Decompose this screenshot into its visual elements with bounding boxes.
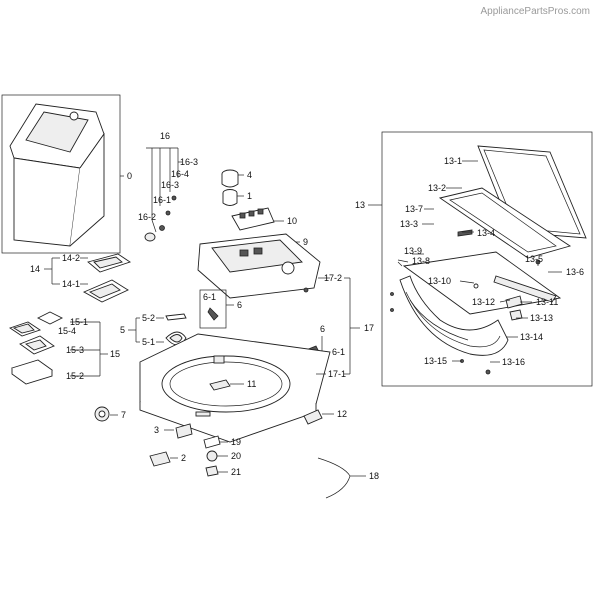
leader-5 — [128, 317, 164, 343]
callout-6-1b: 6-1 — [332, 347, 345, 357]
callout-16-4: 16-4 — [171, 169, 189, 179]
leaders-13 — [412, 160, 562, 363]
callout-5-2: 5-2 — [142, 313, 155, 323]
callout-17-2: 17-2 — [324, 273, 342, 283]
control-panel-part-17-2 — [197, 233, 321, 299]
callout-6a: 6 — [237, 300, 242, 310]
knob-part-4 — [221, 169, 239, 188]
part-7 — [94, 406, 110, 422]
callout-5-1: 5-1 — [142, 337, 155, 347]
callout-13-10: 13-10 — [428, 276, 451, 286]
callout-13-15: 13-15 — [424, 356, 447, 366]
callout-5: 5 — [120, 325, 125, 335]
callout-13-13: 13-13 — [530, 313, 553, 323]
callout-13-1: 13-1 — [444, 156, 462, 166]
callout-12: 12 — [337, 409, 347, 419]
callout-16-2: 16-2 — [138, 212, 156, 222]
lid-assembly-box — [381, 131, 593, 387]
cabinet-top-part-17-1 — [139, 333, 331, 443]
callout-14-2: 14-2 — [62, 253, 80, 263]
callout-3: 3 — [154, 425, 159, 435]
callout-13-4: 13-4 — [477, 228, 495, 238]
callout-14-1: 14-1 — [62, 279, 80, 289]
callout-16: 16 — [160, 131, 170, 141]
tray-parts-14 — [82, 253, 132, 303]
callout-21: 21 — [231, 467, 241, 477]
callout-16-3a: 16-3 — [180, 157, 198, 167]
callout-15-4: 15-4 — [58, 326, 76, 336]
callout-7: 7 — [121, 410, 126, 420]
leader-6b — [321, 336, 330, 353]
part-12 — [303, 409, 323, 425]
wire-harness-part-18 — [317, 457, 351, 499]
part-11 — [209, 379, 231, 391]
part-20 — [206, 450, 218, 462]
watermark: AppliancePartsPros.com — [481, 6, 591, 17]
callout-17: 17 — [364, 323, 374, 333]
dispenser-parts-15 — [8, 311, 64, 385]
callout-13-2: 13-2 — [428, 183, 446, 193]
callout-2: 2 — [181, 453, 186, 463]
callout-13-9: 13-9 — [404, 246, 422, 256]
callout-15-3: 15-3 — [66, 345, 84, 355]
callout-16-1: 16-1 — [153, 195, 171, 205]
callout-6b: 6 — [320, 324, 325, 334]
callout-13: 13 — [355, 200, 365, 210]
callout-10: 10 — [287, 216, 297, 226]
callout-15: 15 — [110, 349, 120, 359]
callout-6-1a: 6-1 — [203, 292, 216, 302]
callout-13-7: 13-7 — [405, 204, 423, 214]
callout-19: 19 — [231, 437, 241, 447]
callout-17-1: 17-1 — [328, 369, 346, 379]
callout-20: 20 — [231, 451, 241, 461]
clip-part-6-1a — [207, 307, 219, 321]
leader-14 — [44, 257, 88, 285]
leader-15 — [70, 321, 108, 377]
callout-15-2: 15-2 — [66, 371, 84, 381]
parts-5 — [165, 313, 187, 346]
leader-16 — [146, 147, 182, 233]
callout-9: 9 — [303, 237, 308, 247]
callout-13-14: 13-14 — [520, 332, 543, 342]
callout-18: 18 — [369, 471, 379, 481]
part-19 — [203, 435, 221, 449]
part-2 — [149, 451, 171, 467]
callout-13-6: 13-6 — [566, 267, 584, 277]
callout-13-16: 13-16 — [502, 357, 525, 367]
part-3 — [175, 423, 193, 439]
callout-11: 11 — [247, 379, 256, 389]
callout-0: 0 — [127, 171, 132, 181]
callout-13-8: 13-8 — [412, 256, 430, 266]
callout-13-5: 13-5 — [525, 254, 543, 264]
leader-17 — [344, 277, 360, 375]
callout-15-1: 15-1 — [70, 317, 88, 327]
callout-13-3: 13-3 — [400, 219, 418, 229]
callout-14: 14 — [30, 264, 40, 274]
lid-parts-13 — [390, 145, 587, 375]
callout-13-12: 13-12 — [472, 297, 495, 307]
knob-part-1 — [222, 189, 238, 206]
callout-1: 1 — [247, 191, 252, 201]
cap-parts-16 — [144, 195, 177, 242]
part-21 — [205, 465, 219, 477]
callout-16-3b: 16-3 — [161, 180, 179, 190]
callout-13-11: 13-11 — [536, 297, 558, 307]
washer-overview-drawing — [1, 94, 121, 254]
callout-4: 4 — [247, 170, 252, 180]
button-assembly-part-10 — [231, 207, 275, 231]
